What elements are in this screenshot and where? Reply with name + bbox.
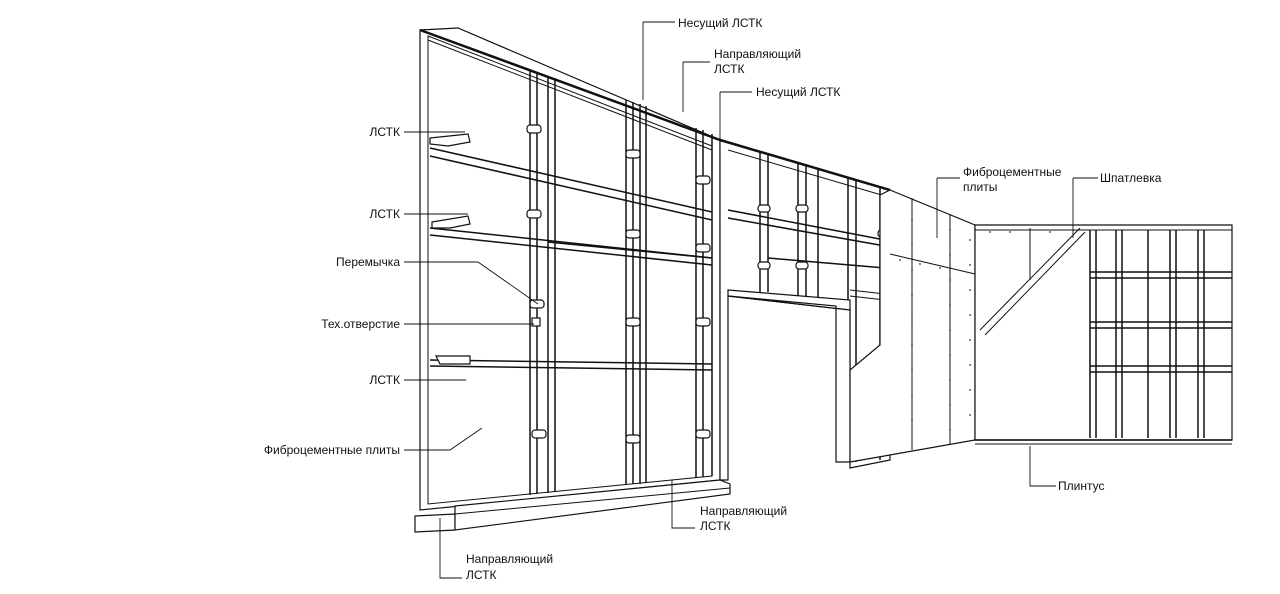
tech-holes	[526, 124, 711, 444]
label-lstk-2: ЛСТК	[370, 207, 400, 221]
screw-dots	[899, 219, 1051, 431]
label-napravlyayushchiy-bottom-2: ЛСТК	[466, 568, 496, 582]
label-lstk-1: ЛСТК	[370, 125, 400, 139]
right-wall-cladding	[849, 189, 1233, 463]
labels: Несущий ЛСТК Направляющий ЛСТК Несущий Л…	[264, 16, 1162, 582]
label-shpatlevka: Шпатлевка	[1100, 171, 1162, 185]
label-fibro-left: Фиброцементные плиты	[264, 443, 400, 457]
left-wall-frame	[414, 27, 731, 533]
label-peremychka: Перемычка	[336, 255, 400, 269]
protruding-profiles	[429, 133, 471, 365]
far-right-frame	[1089, 230, 1232, 438]
label-fibro-right-2: плиты	[963, 180, 997, 194]
leader-lines	[404, 21, 1098, 579]
vertical-studs	[529, 70, 713, 495]
label-nesushchiy-2: Несущий ЛСТК	[756, 85, 840, 99]
label-napravlyayushchiy-mid-1: Направляющий	[700, 504, 787, 518]
label-fibro-right-1: Фиброцементные	[963, 165, 1062, 179]
label-nesushchiy-1: Несущий ЛСТК	[678, 16, 762, 30]
middle-wall-frame	[719, 138, 891, 481]
label-napravlyayushchiy-top-2: ЛСТК	[714, 62, 744, 76]
label-napravlyayushchiy-mid-2: ЛСТК	[700, 519, 730, 533]
label-napravlyayushchiy-top-1: Направляющий	[714, 47, 801, 61]
horizontal-noggins	[429, 147, 713, 371]
label-lstk-3: ЛСТК	[370, 373, 400, 387]
label-napravlyayushchiy-bottom-1: Направляющий	[466, 552, 553, 566]
label-tech-otverstie: Тех.отверстие	[321, 317, 400, 331]
bottom-runner	[414, 479, 731, 533]
label-plintus: Плинтус	[1058, 479, 1104, 493]
